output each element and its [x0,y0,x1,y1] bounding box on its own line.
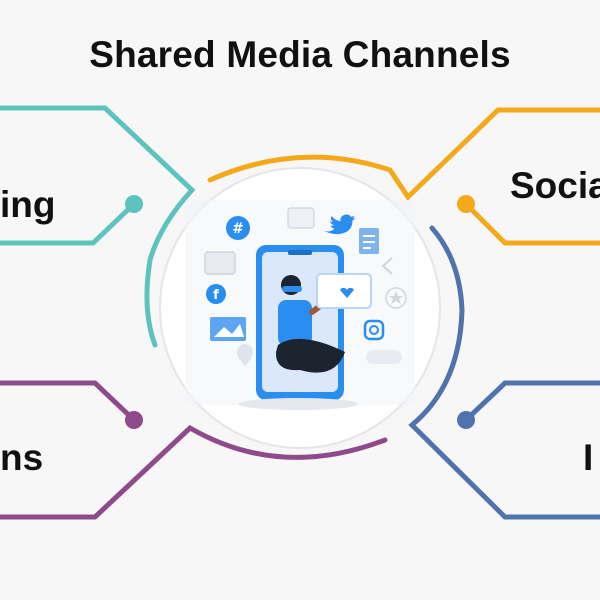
diagram-title: Shared Media Channels [89,34,511,75]
location-icon [237,344,253,366]
connector-top-left-inner [0,201,137,246]
hashtag-icon [226,216,250,240]
connector-bottom-left-outer [0,424,388,520]
search-bar [366,350,402,364]
video-icon [287,207,315,229]
label-top-right: Socia [510,165,600,206]
label-bottom-left: ns [0,437,44,478]
node-bottom-left [125,411,143,429]
star-icon [385,287,407,309]
label-top-left: ing [0,184,56,225]
svg-text:#: # [232,221,244,237]
instagram-icon [363,319,385,341]
person-illustration [238,275,358,410]
label-bottom-right: I [583,437,594,478]
connector-bottom-right [408,225,600,520]
heart-icon [340,287,354,298]
twitter-icon [323,214,356,235]
facebook-icon [206,284,226,304]
svg-text:f: f [213,288,219,303]
node-bottom-right [457,411,475,429]
node-top-right [457,195,475,213]
share-icon [381,257,393,275]
connector-bottom-right-inner [463,380,600,423]
folder-icon [204,251,236,275]
node-top-left [125,195,143,213]
connector-top-right-inner [463,201,600,246]
connector-bottom-left [0,380,137,423]
connector-top-right [207,107,600,201]
connector-top-left [0,105,196,348]
